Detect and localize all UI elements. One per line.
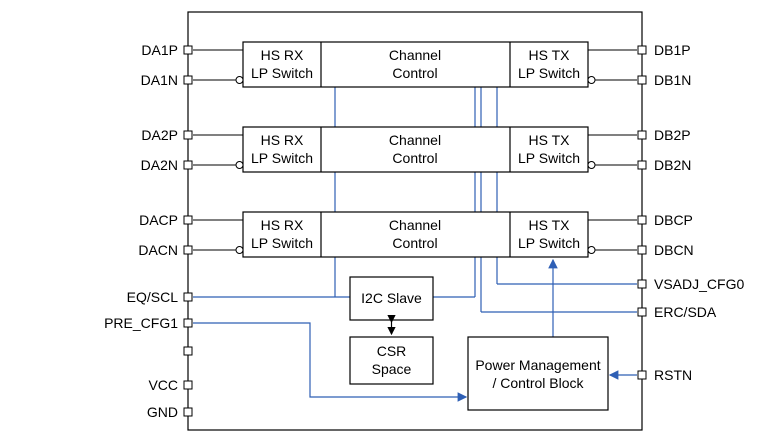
power-management-block (467, 336, 609, 411)
control-label: Control (392, 235, 437, 251)
pin-label: DBCN (654, 242, 694, 258)
pin-label: DB2P (654, 127, 691, 143)
lp-switch-label: LP Switch (251, 150, 313, 166)
hs-tx-label: HS TX (529, 132, 571, 148)
lp-switch-label: LP Switch (518, 235, 580, 251)
pin-label: DB2N (654, 157, 691, 173)
pin-label: DBCP (654, 212, 693, 228)
power-management-label: Power Management (475, 357, 600, 373)
inversion-bubbles (235, 76, 596, 254)
pin-label: DA1N (141, 72, 178, 88)
pin-label: DA2P (141, 127, 178, 143)
left-pads (183, 45, 193, 417)
pin-label: GND (147, 404, 178, 420)
channel-2: HS RX LP Switch Channel Control HS TX LP… (242, 126, 589, 173)
pin-label: DACN (138, 242, 178, 258)
hs-rx-label: HS RX (261, 47, 304, 63)
pin-label: VSADJ_CFG0 (654, 276, 744, 292)
channel-label: Channel (389, 217, 441, 233)
pin-label: EQ/SCL (127, 289, 179, 305)
pin-label: PRE_CFG1 (104, 315, 178, 331)
control-block-label: / Control Block (492, 375, 584, 391)
hs-rx-label: HS RX (261, 217, 304, 233)
csr-space-block (349, 336, 434, 385)
lp-switch-label: LP Switch (518, 65, 580, 81)
space-label: Space (372, 361, 412, 377)
io-lines (193, 49, 637, 251)
i2c-slave-block (349, 276, 434, 321)
hs-tx-label: HS TX (529, 217, 571, 233)
csr-label: CSR (377, 343, 407, 359)
right-pin-labels: DB1P DB1N DB2P DB2N DBCP DBCN VSADJ_CFG0… (654, 42, 744, 383)
channel-1: HS RX LP Switch Channel Control HS TX LP… (242, 41, 589, 88)
i2c-slave-label: I2C Slave (361, 290, 422, 306)
control-label: Control (392, 150, 437, 166)
lp-switch-label: LP Switch (518, 150, 580, 166)
pin-label: RSTN (654, 367, 692, 383)
pin-label: DB1N (654, 72, 691, 88)
lp-switch-label: LP Switch (251, 65, 313, 81)
control-wires (193, 87, 637, 402)
pin-label: DA1P (141, 42, 178, 58)
pin-label: DA2N (141, 157, 178, 173)
right-pads (637, 45, 647, 380)
hs-rx-label: HS RX (261, 132, 304, 148)
channel-clock: HS RX LP Switch Channel Control HS TX LP… (242, 211, 589, 258)
lp-switch-label: LP Switch (251, 235, 313, 251)
channel-label: Channel (389, 132, 441, 148)
left-pin-labels: DA1P DA1N DA2P DA2N DACP DACN EQ/SCL PRE… (104, 42, 178, 420)
control-label: Control (392, 65, 437, 81)
pin-label: VCC (148, 377, 178, 393)
pin-label: ERC/SDA (654, 304, 717, 320)
channel-label: Channel (389, 47, 441, 63)
pin-label: DACP (139, 212, 178, 228)
hs-tx-label: HS TX (529, 47, 571, 63)
pin-label: DB1P (654, 42, 691, 58)
